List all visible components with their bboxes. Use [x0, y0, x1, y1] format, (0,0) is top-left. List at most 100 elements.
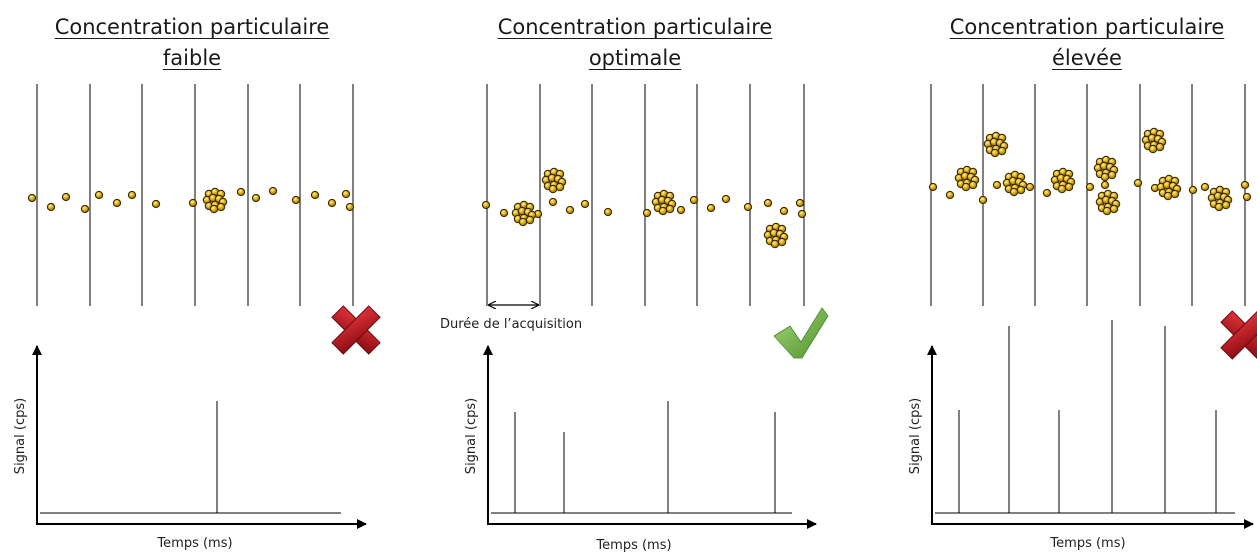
signal-spikes	[958, 320, 1217, 513]
particle	[310, 190, 320, 200]
particle	[1016, 185, 1026, 195]
particle	[46, 202, 56, 212]
particle	[770, 239, 780, 249]
particle	[689, 195, 699, 205]
signal-spikes	[514, 401, 776, 513]
particle	[1221, 200, 1231, 210]
title-line-2: élevée	[1052, 46, 1122, 70]
acquisition-windows	[930, 84, 1246, 306]
particle	[990, 148, 1000, 158]
particle	[676, 205, 686, 215]
title-line-2: optimale	[588, 46, 682, 70]
particle	[658, 206, 668, 216]
particle	[1242, 192, 1252, 202]
x-axis-label: Temps (ms)	[595, 538, 671, 552]
particle	[216, 202, 226, 212]
panel-optimale: Durée de l’acquisition Signal (cps) Temp…	[440, 84, 829, 552]
particle	[777, 237, 787, 247]
particle	[236, 187, 246, 197]
panel-elevee: Signal (cps) Temps (ms)	[908, 84, 1257, 551]
particle	[251, 193, 261, 203]
panel-title-elevee: Concentration particulaire élevée	[932, 12, 1242, 74]
acquisition-windows	[36, 84, 354, 306]
particle	[763, 198, 773, 208]
particle	[341, 189, 351, 199]
particle-cluster	[511, 167, 789, 249]
particle	[188, 198, 198, 208]
particle-stream	[481, 194, 807, 219]
particle	[797, 209, 807, 219]
particle	[1240, 180, 1250, 190]
particle	[291, 195, 301, 205]
y-axis-label: Signal (cps)	[464, 398, 479, 474]
particle	[27, 193, 37, 203]
signal-axes	[483, 345, 817, 529]
particle	[580, 199, 590, 209]
particle-cluster	[954, 127, 1233, 216]
particle	[548, 184, 558, 194]
particle	[112, 198, 122, 208]
particle	[1107, 170, 1117, 180]
particle	[997, 146, 1007, 156]
particle	[1155, 142, 1165, 152]
particle	[548, 197, 558, 207]
particle	[555, 182, 565, 192]
signal-axes	[32, 345, 367, 529]
red-cross-icon	[1220, 310, 1257, 360]
particle	[743, 202, 753, 212]
particle	[1100, 172, 1110, 182]
particle	[518, 217, 528, 227]
particle	[1200, 182, 1210, 192]
acquisition-windows	[486, 84, 805, 306]
particle	[992, 180, 1002, 190]
particle	[1163, 191, 1173, 201]
particle	[327, 198, 337, 208]
particle	[209, 204, 219, 214]
particle	[968, 180, 978, 190]
particle	[345, 202, 355, 212]
particle	[1214, 202, 1224, 212]
particle	[978, 195, 988, 205]
particle	[1085, 182, 1095, 192]
particle	[127, 190, 137, 200]
particle	[1102, 206, 1112, 216]
particle	[795, 198, 805, 208]
particle	[80, 204, 90, 214]
y-axis-label: Signal (cps)	[908, 398, 923, 474]
panel-title-optimale: Concentration particulaire optimale	[480, 12, 790, 74]
green-check-icon	[773, 307, 829, 359]
particle	[94, 190, 104, 200]
particle	[945, 190, 955, 200]
particle-stream	[27, 186, 355, 214]
red-cross-icon	[331, 305, 381, 355]
panel-title-faible: Concentration particulaire faible	[37, 12, 347, 74]
particle	[499, 208, 509, 218]
particle	[1148, 144, 1158, 154]
particle	[1170, 189, 1180, 199]
particle	[1057, 184, 1067, 194]
particle	[1025, 182, 1035, 192]
particle-cluster	[202, 187, 228, 214]
particle	[1042, 188, 1052, 198]
particle	[721, 194, 731, 204]
particle	[1009, 187, 1019, 197]
particle	[525, 215, 535, 225]
title-line-2: faible	[162, 46, 222, 70]
x-axis-label: Temps (ms)	[1049, 536, 1125, 551]
particle	[1109, 204, 1119, 214]
title-line-1: Concentration particulaire	[497, 15, 773, 39]
particle	[61, 192, 71, 202]
particle-stream	[928, 178, 1252, 205]
particle	[665, 204, 675, 214]
acquisition-duration-label: Durée de l’acquisition	[440, 317, 582, 332]
y-axis-label: Signal (cps)	[13, 398, 28, 474]
particle	[268, 186, 278, 196]
particle	[1188, 185, 1198, 195]
title-line-1: Concentration particulaire	[54, 15, 330, 39]
particle	[565, 205, 575, 215]
particle	[1064, 182, 1074, 192]
particle	[1133, 178, 1143, 188]
particle	[151, 199, 161, 209]
particle	[481, 200, 491, 210]
